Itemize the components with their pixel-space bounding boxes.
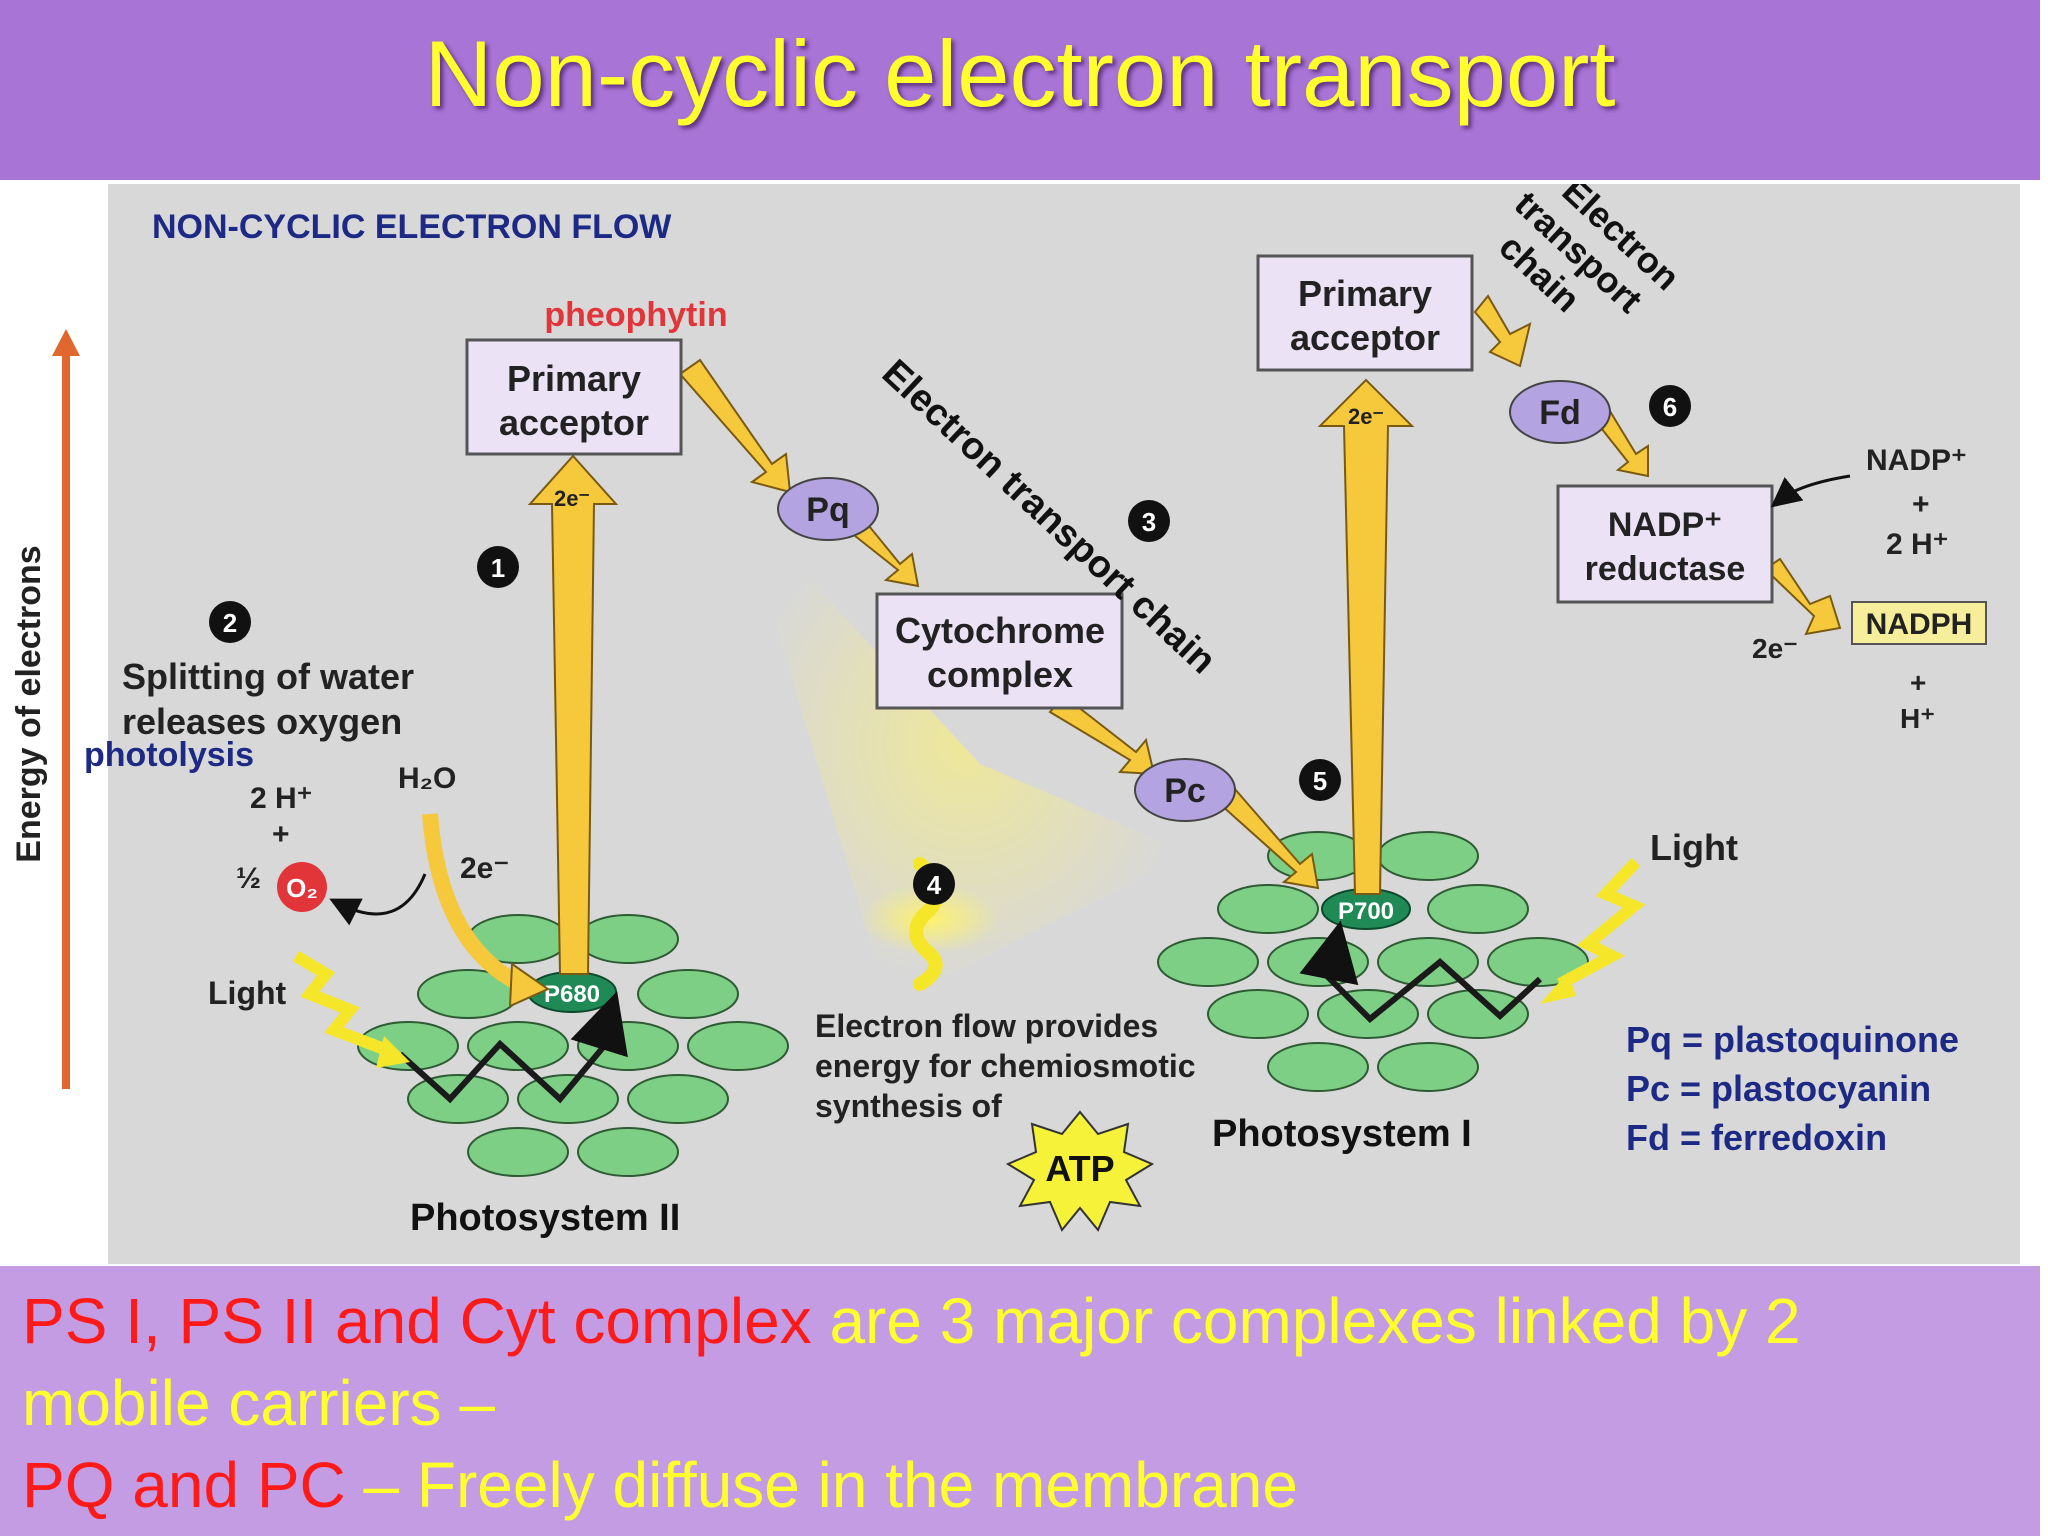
title-bar: Non-cyclic electron transport: [0, 0, 2040, 180]
p680-label: P680: [544, 981, 600, 1008]
caption-line1-red: PS I, PS II and Cyt complex: [22, 1285, 830, 1357]
step-badge-4: 4: [913, 863, 955, 905]
nadp-input-arrow: [1770, 474, 1851, 508]
svg-text:NADPH: NADPH: [1866, 608, 1973, 641]
pq-carrier: Pq: [777, 477, 879, 541]
fd-carrier: Fd: [1509, 380, 1611, 444]
step-badge-1: 1: [477, 546, 519, 588]
svg-text:ATP: ATP: [1045, 1148, 1114, 1189]
caption-box: PS I, PS II and Cyt complex are 3 major …: [0, 1266, 2040, 1536]
left-margin: [0, 184, 108, 1264]
psii-2e-label: 2e⁻: [554, 486, 590, 511]
step-badge-5: 5: [1299, 759, 1341, 801]
diagram-heading: NON-CYCLIC ELECTRON FLOW: [152, 208, 672, 246]
nadph-plus-sign: +: [1910, 667, 1926, 698]
svg-text:1: 1: [491, 553, 505, 583]
svg-text:Pq = plastoquinone: Pq = plastoquinone: [1626, 1019, 1959, 1060]
caption-line-3: PQ and PC – Freely diffuse in the membra…: [22, 1448, 1298, 1522]
nadp-2e-label: 2e⁻: [1752, 633, 1798, 664]
light-bolt-psii: [292, 950, 395, 1058]
caption-line-2: mobile carriers –: [22, 1366, 495, 1440]
svg-text:Pq: Pq: [806, 491, 849, 529]
step-badge-3: 3: [1128, 500, 1170, 542]
electron-flow-diagram: Energy of electrons NON-CYCLIC ELECTRON …: [0, 184, 1987, 1264]
svg-text:complex: complex: [927, 654, 1073, 695]
plus-sign-left: +: [272, 818, 290, 851]
h2o-label: H₂O: [398, 762, 456, 795]
photolysis-label: photolysis: [84, 736, 254, 774]
oxygen-molecule: O₂: [277, 862, 327, 912]
energy-axis: Energy of electrons: [10, 329, 80, 1089]
caption-line1-yellow: are 3 major complexes linked by 2: [829, 1285, 1801, 1357]
caption-line2-yellow: mobile carriers –: [22, 1367, 496, 1439]
pheophytin-label: pheophytin: [544, 296, 727, 334]
nadp-2h-label: 2 H⁺: [1886, 528, 1949, 561]
svg-text:Fd = ferredoxin: Fd = ferredoxin: [1626, 1117, 1887, 1158]
splitting-water-line2: releases oxygen: [122, 701, 402, 742]
nadph-h-plus-label: H⁺: [1900, 703, 1935, 734]
water-to-oxygen-arrow: [329, 873, 427, 926]
two-h-plus-label: 2 H⁺: [250, 782, 313, 815]
slide-title: Non-cyclic electron transport: [424, 21, 1616, 126]
atp-burst: ATP: [1005, 1110, 1155, 1232]
cytochrome-complex-box: Cytochrome complex: [875, 592, 1124, 710]
energy-glow: [740, 504, 1190, 984]
light-bolt-psi: [1557, 857, 1646, 990]
psii-primary-acceptor: Primary acceptor: [465, 338, 683, 456]
photosystem-ii-label: Photosystem II: [410, 1197, 680, 1239]
svg-text:Pc: Pc: [1164, 772, 1206, 810]
svg-text:Pc = plastocyanin: Pc = plastocyanin: [1626, 1068, 1931, 1109]
light-label-psi: Light: [1650, 827, 1738, 868]
psii-excitation-arrow: 2e⁻: [527, 454, 619, 975]
electron-flow-note-line3: synthesis of: [815, 1088, 1002, 1124]
chain-arrows: [678, 294, 1842, 890]
svg-text:acceptor: acceptor: [499, 402, 649, 443]
svg-text:5: 5: [1313, 766, 1327, 796]
svg-text:O₂: O₂: [286, 873, 318, 903]
electron-flow-note-line1: Electron flow provides: [815, 1008, 1158, 1044]
nadp-plus-label: NADP⁺: [1866, 444, 1967, 477]
caption-line3-red: PQ and PC: [22, 1449, 364, 1521]
diagram-area: Energy of electrons NON-CYCLIC ELECTRON …: [0, 184, 2020, 1264]
nadph-box: NADPH: [1851, 601, 1987, 645]
step-badge-6: 6: [1649, 385, 1691, 427]
svg-text:Cytochrome: Cytochrome: [895, 610, 1105, 651]
caption-line3-yellow: – Freely diffuse in the membrane: [363, 1449, 1298, 1521]
electron-flow-note-line2: energy for chemiosmotic: [815, 1048, 1196, 1084]
svg-text:2: 2: [223, 608, 237, 638]
nadp-plus-sign: +: [1912, 488, 1930, 521]
energy-glow-core: [860, 884, 1000, 954]
caption-line-1: PS I, PS II and Cyt complex are 3 major …: [22, 1284, 1801, 1358]
psi-excitation-arrow: 2e⁻: [1317, 378, 1415, 895]
photosystem-i-label: Photosystem I: [1212, 1113, 1472, 1155]
svg-text:acceptor: acceptor: [1290, 317, 1440, 358]
svg-text:3: 3: [1142, 507, 1156, 537]
light-label-psii: Light: [208, 975, 287, 1011]
svg-text:reductase: reductase: [1585, 550, 1746, 588]
water-2e-label: 2e⁻: [460, 852, 509, 885]
step-badge-2: 2: [209, 601, 251, 643]
psi-primary-acceptor: Primary acceptor: [1256, 254, 1474, 372]
svg-text:Primary: Primary: [507, 358, 641, 399]
svg-text:Primary: Primary: [1298, 273, 1432, 314]
svg-text:4: 4: [927, 870, 942, 900]
energy-axis-label: Energy of electrons: [10, 545, 48, 862]
splitting-water-line1: Splitting of water: [122, 656, 414, 697]
psii-zigzag: [397, 1037, 613, 1104]
nadp-reductase-box: NADP⁺ reductase: [1556, 484, 1774, 604]
psi-zigzag: [1317, 958, 1543, 1024]
svg-text:Fd: Fd: [1539, 394, 1581, 432]
p700-label: P700: [1338, 898, 1394, 925]
pc-carrier: Pc: [1134, 758, 1236, 822]
water-to-p680-arrow: [422, 813, 524, 992]
svg-text:6: 6: [1663, 392, 1677, 422]
svg-text:NADP⁺: NADP⁺: [1608, 506, 1722, 544]
psi-2e-label: 2e⁻: [1348, 404, 1384, 429]
half-label: ½: [236, 862, 261, 895]
abbreviation-legend: Pq = plastoquinone Pc = plastocyanin Fd …: [1626, 1019, 1959, 1158]
